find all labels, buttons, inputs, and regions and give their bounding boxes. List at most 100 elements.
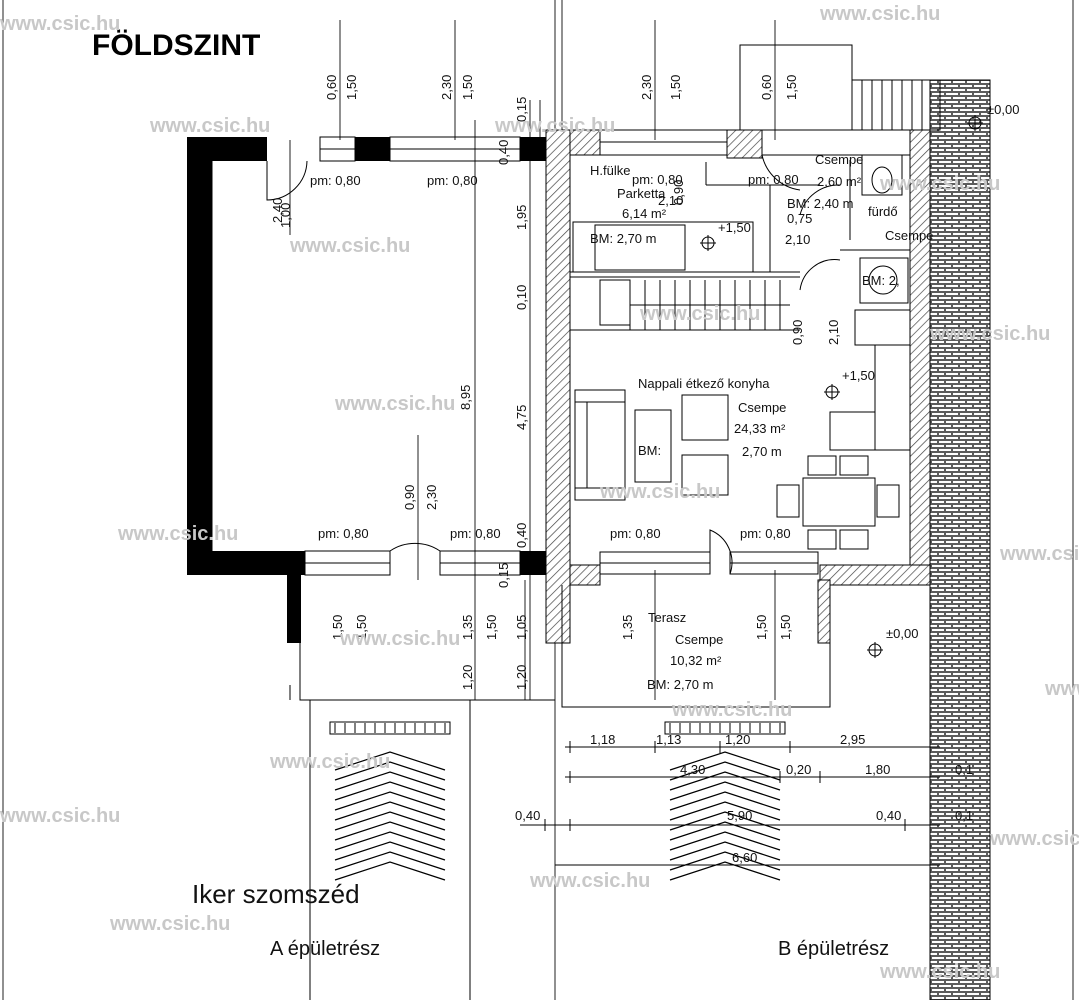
dim-text: 2,10 — [658, 193, 683, 208]
dim-text: 1,00 — [278, 203, 293, 228]
dim-text: 2,30 — [424, 485, 439, 510]
watermark: www.csic.hu — [109, 913, 230, 935]
watermarks: www.csic.hu www.csic.hu www.csic.hu www.… — [0, 3, 1079, 983]
room-furdo-floor: Csempe — [815, 152, 863, 167]
room-wc-floor: Csempe — [885, 228, 933, 243]
dim-text: 1,50 — [754, 615, 769, 640]
part-a-label: A épületrész — [270, 938, 380, 960]
watermark: www.csic.hu — [334, 393, 455, 415]
dim-text: 0,10 — [514, 285, 529, 310]
dim-text: 0,1 — [955, 808, 973, 823]
watermark: www.csic.hu — [1044, 678, 1079, 700]
dim-text: 0,90 — [790, 320, 805, 345]
room-hfulke-height: BM: 2,70 m — [590, 231, 656, 246]
pm-label: pm: 0,80 — [318, 526, 369, 541]
dim-text: 0,60 — [759, 75, 774, 100]
building-part-a — [187, 136, 555, 1000]
room-wc-height: BM: 2, — [862, 273, 900, 288]
dim-text: 2,10 — [785, 232, 810, 247]
pm-label: pm: 0,80 — [740, 526, 791, 541]
room-terasz-height: BM: 2,70 m — [647, 677, 713, 692]
watermark: www.csic.hu — [989, 828, 1079, 850]
watermark: www.csic.hu — [289, 235, 410, 257]
dim-text: 1,18 — [590, 732, 615, 747]
dim-text: 1,20 — [514, 665, 529, 690]
dim-text: 0,15 — [514, 97, 529, 122]
dim-text: 1,50 — [344, 75, 359, 100]
dim-text: 1,50 — [484, 615, 499, 640]
room-hfulke-floor: Parketta — [617, 186, 666, 201]
watermark: www.csic.hu — [929, 323, 1050, 345]
watermark: www.csic.hu — [149, 115, 270, 137]
pm-label: pm: 0,80 — [427, 173, 478, 188]
dim-text: 1,50 — [784, 75, 799, 100]
room-hfulke-area: 6,14 m² — [622, 206, 667, 221]
dim-text: 0,90 — [402, 485, 417, 510]
watermark: www.csic.hu — [879, 173, 1000, 195]
level-plus150: +1,50 — [842, 368, 875, 383]
watermark: www.csic.hu — [639, 303, 760, 325]
watermark: www.csic.hu — [494, 115, 615, 137]
dim-text: 1,50 — [778, 615, 793, 640]
watermark: www.csic.hu — [599, 481, 720, 503]
watermark: www.csic.hu — [339, 628, 460, 650]
room-furdo-height: BM: 2,40 m — [787, 196, 853, 211]
dim-text: 2,40 — [270, 198, 285, 223]
dim-text: 1,13 — [656, 732, 681, 747]
watermark: www.csic.hu — [671, 699, 792, 721]
watermark: www.csic.hu — [0, 805, 120, 827]
room-nappali-name: Nappali étkező konyha — [638, 376, 770, 391]
level-plus150: +1,50 — [718, 220, 751, 235]
dim-text: 0,40 — [496, 140, 511, 165]
dim-text: 0,15 — [496, 563, 511, 588]
watermark: www.csic.hu — [819, 3, 940, 25]
dim-text: 2,95 — [840, 732, 865, 747]
room-terasz-floor: Csempe — [675, 632, 723, 647]
pm-label: pm: 0,80 — [610, 526, 661, 541]
room-nappali-area: 24,33 m² — [734, 421, 786, 436]
vertical-dims: 0,60 1,50 2,30 1,50 0,15 0,40 2,30 1,50 … — [270, 75, 841, 690]
dim-text: 1,50 — [330, 615, 345, 640]
pm-label: pm: 0,80 — [748, 172, 799, 187]
room-hfulke-name: H.fülke — [590, 163, 630, 178]
room-nappali-height: 2,70 m — [742, 444, 782, 459]
watermark: www.csic.hu — [117, 523, 238, 545]
dim-text: 2,10 — [826, 320, 841, 345]
parking-markers — [329, 721, 786, 881]
dim-text: 2,30 — [439, 75, 454, 100]
dim-text: 4,30 — [680, 762, 705, 777]
dim-text: 0,40 — [514, 523, 529, 548]
drawing-title: FÖLDSZINT — [92, 29, 260, 62]
dim-text: 1,50 — [460, 75, 475, 100]
room-nappali-bm: BM: — [638, 443, 661, 458]
dim-text: 0,40 — [515, 808, 540, 823]
dim-text: 2,30 — [639, 75, 654, 100]
dim-text: 1,80 — [865, 762, 890, 777]
room-terasz-name: Terasz — [648, 610, 686, 625]
dim-text: 1,95 — [514, 205, 529, 230]
level-markers — [700, 115, 983, 658]
building-part-b — [545, 44, 991, 1000]
dim-text: 0,40 — [876, 808, 901, 823]
dim-text: 0,75 — [787, 211, 812, 226]
dim-text: 0,90 — [671, 180, 686, 205]
dim-text: 1,35 — [460, 615, 475, 640]
dim-text: 5,90 — [727, 808, 752, 823]
room-furdo-name: fürdő — [868, 204, 898, 219]
dim-text: 8,95 — [458, 385, 473, 410]
level-zero: ±0,00 — [886, 626, 918, 641]
watermark: www.csic.hu — [879, 961, 1000, 983]
dim-text: 1,20 — [460, 665, 475, 690]
part-b-label: B épületrész — [778, 938, 889, 960]
dim-text: 1,05 — [514, 615, 529, 640]
dim-text: 0,1 — [955, 762, 973, 777]
watermark: www.csic.hu — [529, 870, 650, 892]
watermark: www.csic.hu — [269, 751, 390, 773]
dim-text: 0,60 — [324, 75, 339, 100]
dim-text: 1,20 — [725, 732, 750, 747]
pm-label: pm: 0,80 — [632, 172, 683, 187]
dimension-lines — [520, 741, 940, 866]
pm-label: pm: 0,80 — [310, 173, 361, 188]
